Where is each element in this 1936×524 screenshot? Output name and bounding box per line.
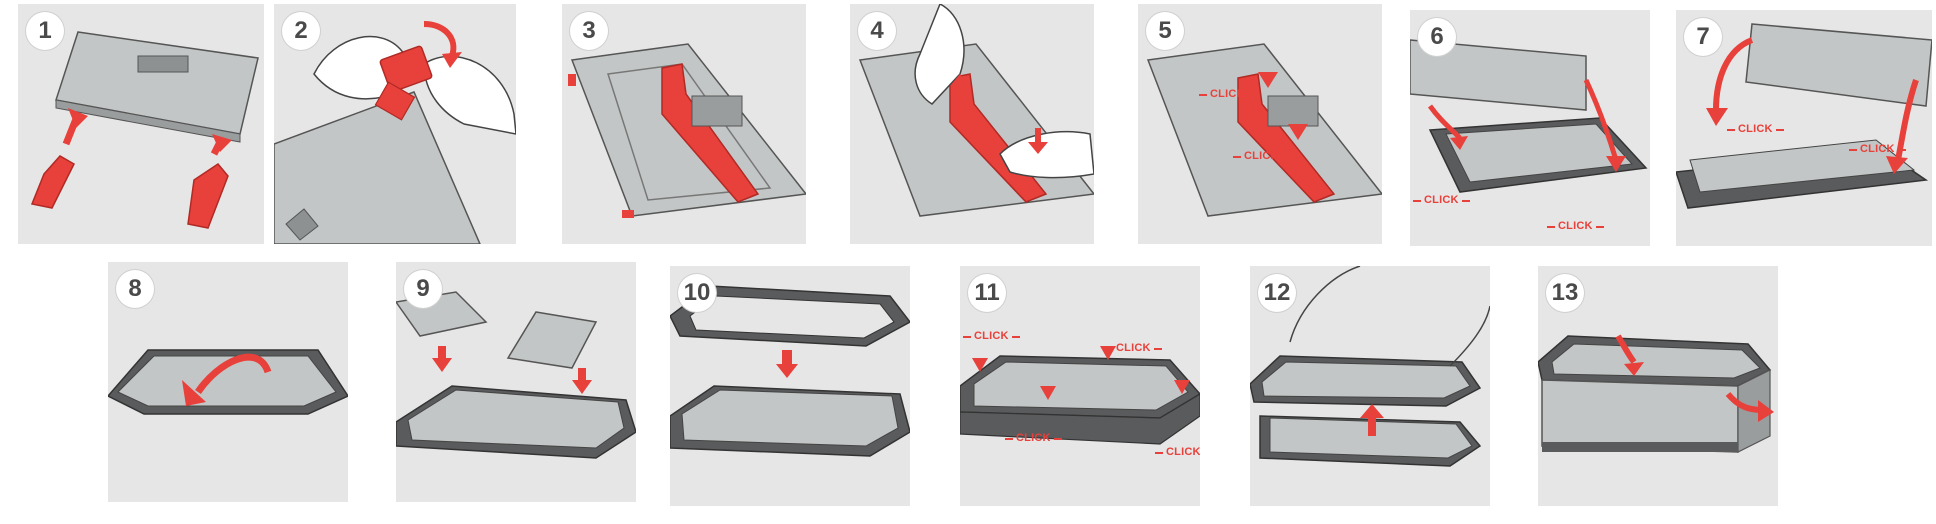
step-6-panel: 6 CLICK CLICK [1410, 10, 1650, 246]
step-7-panel: 7 CLICK CLICK [1676, 10, 1932, 246]
step-12-panel: 12 [1250, 266, 1490, 506]
step-number: 8 [116, 270, 154, 308]
step-9-panel: 9 [396, 262, 636, 502]
step-number: 11 [968, 274, 1006, 312]
click-label: CLICK [1547, 220, 1604, 232]
step-8-illustration [108, 349, 348, 415]
step-10-illustration [670, 285, 910, 457]
step-8-panel: 8 [108, 262, 348, 502]
step-4-panel: 4 [850, 4, 1094, 244]
step-1-panel: 1 [18, 4, 264, 244]
click-label: CLICK [1199, 88, 1256, 100]
step-number: 6 [1418, 18, 1456, 56]
step-2-panel: 2 [274, 4, 516, 244]
step-6-illustration [1410, 39, 1648, 193]
step-number: 4 [858, 12, 896, 50]
step-number: 3 [570, 12, 608, 50]
step-7-illustration [1676, 23, 1932, 209]
step-3-panel: 3 [562, 4, 806, 244]
click-label: CLICK [1005, 432, 1062, 444]
click-label: CLICK [963, 330, 1020, 342]
step-number: 13 [1546, 274, 1584, 312]
step-2-illustration [274, 21, 516, 244]
click-label: CLICK [1727, 123, 1784, 135]
click-label: CLICK [1105, 342, 1162, 354]
step-4-illustration [858, 4, 1094, 217]
step-1-illustration [30, 31, 259, 229]
click-label: CLICK [1849, 143, 1906, 155]
click-label: CLICK [1413, 194, 1470, 206]
step-number: 12 [1258, 274, 1296, 312]
step-12-illustration [1250, 266, 1490, 467]
step-number: 2 [282, 12, 320, 50]
step-3-illustration [568, 43, 806, 218]
step-number: 1 [26, 12, 64, 50]
click-label: CLICK [1155, 446, 1200, 458]
step-number: 9 [404, 270, 442, 308]
step-11-illustration [960, 346, 1200, 445]
step-11-panel: 11 CLICK CLICK CLICK CLICK [960, 266, 1200, 506]
step-13-illustration [1538, 334, 1774, 453]
step-10-panel: 10 [670, 266, 910, 506]
step-9-illustration [396, 291, 636, 459]
step-5-illustration [1146, 43, 1382, 217]
step-number: 7 [1684, 18, 1722, 56]
step-5-panel: 5 CLICK CLICK [1138, 4, 1382, 244]
step-number: 5 [1146, 12, 1184, 50]
step-13-panel: 13 [1538, 266, 1778, 506]
step-number: 10 [678, 274, 716, 312]
click-label: CLICK [1233, 150, 1290, 162]
